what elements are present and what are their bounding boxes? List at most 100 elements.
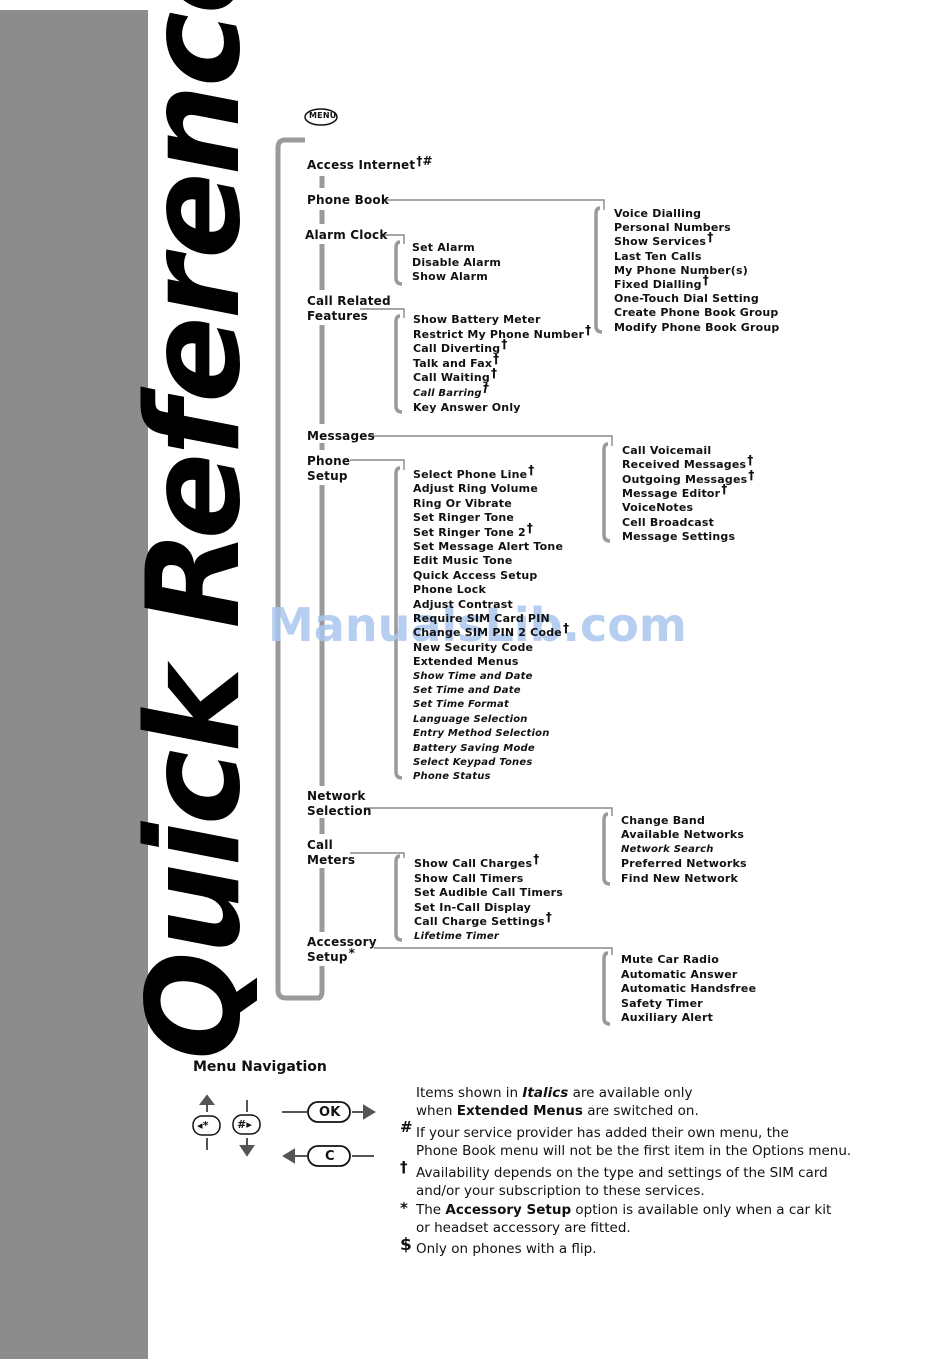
submenu-item: Key Answer Only bbox=[413, 400, 521, 414]
submenu-item: Outgoing Messages† bbox=[622, 467, 755, 486]
legend-star-line1: The Accessory Setup option is available … bbox=[416, 1202, 832, 1218]
submenu-item: Set In-Call Display bbox=[414, 900, 531, 914]
legend-italics-line2: when Extended Menus are switched on. bbox=[416, 1103, 699, 1119]
submenu-item: Select Keypad Tones bbox=[413, 757, 533, 768]
hash-key: #▸ bbox=[237, 1118, 253, 1131]
submenu-item: Voice Dialling bbox=[614, 207, 702, 220]
submenu-item: Call Waiting† bbox=[413, 366, 498, 385]
submenu-item: Automatic Answer bbox=[621, 967, 738, 981]
legend-hash-line2: Phone Book menu will not be the first it… bbox=[416, 1143, 852, 1159]
submenu-item: Change SIM PIN 2 Code† bbox=[413, 621, 570, 640]
menu-phone-setup-line2: Setup bbox=[307, 469, 348, 483]
submenu-item: Show Battery Meter bbox=[413, 313, 541, 326]
menu-accessory-setup-line1: Accessory bbox=[307, 935, 377, 949]
submenu-item: Mute Car Radio bbox=[621, 953, 719, 966]
menu-call-related-line1: Call Related bbox=[307, 294, 391, 308]
submenu-item: Set Time Format bbox=[413, 699, 509, 711]
menu-key-label: MENU bbox=[309, 111, 337, 120]
submenu-item: Message Editor† bbox=[622, 481, 728, 500]
menu-alarm-clock: Alarm Clock bbox=[305, 228, 388, 242]
menu-network-selection-line1: Network bbox=[307, 789, 366, 803]
menu-phone-book: Phone Book bbox=[307, 193, 390, 207]
submenu-item: Call Barring† bbox=[413, 381, 489, 400]
submenu-item: Safety Timer bbox=[621, 996, 703, 1010]
menu-network-selection-line2: Selection bbox=[307, 804, 372, 818]
legend-star-symbol: * bbox=[400, 1199, 408, 1217]
submenu-item: Preferred Networks bbox=[621, 857, 747, 871]
submenu-item: Fixed Dialling† bbox=[614, 273, 709, 292]
submenu-item: Message Settings bbox=[622, 529, 736, 543]
legend-dagger-line1: Availability depends on the type and set… bbox=[416, 1165, 828, 1181]
star-key: ◂* bbox=[197, 1119, 209, 1132]
menu-call-meters-line1: Call bbox=[307, 838, 333, 852]
submenu-item: Require SIM Card PIN bbox=[413, 612, 550, 625]
submenu-item: Adjust Contrast bbox=[413, 597, 513, 611]
ok-key: OK bbox=[319, 1105, 341, 1120]
submenu-item: Modify Phone Book Group bbox=[614, 320, 780, 334]
submenu-item: Personal Numbers bbox=[614, 221, 731, 235]
submenu-item: Show Services† bbox=[614, 230, 714, 249]
submenu-item: Call Charge Settings† bbox=[414, 910, 552, 929]
menu-navigation-title: Menu Navigation bbox=[193, 1059, 327, 1075]
sidebar bbox=[0, 10, 148, 1359]
submenu-item: Create Phone Book Group bbox=[614, 306, 779, 320]
c-key: C bbox=[325, 1149, 335, 1164]
submenu-item: Auxiliary Alert bbox=[621, 1011, 714, 1025]
submenu-item: Show Call Charges† bbox=[414, 852, 540, 871]
submenu-item: Edit Music Tone bbox=[413, 554, 513, 568]
menu-accessory-setup-line2: Setup* bbox=[307, 946, 356, 964]
submenu-item: Call Diverting† bbox=[413, 337, 508, 356]
submenu-item: Set Ringer Tone 2† bbox=[413, 520, 534, 539]
submenu-item: Restrict My Phone Number† bbox=[413, 322, 592, 341]
submenu-item: Automatic Handsfree bbox=[621, 982, 757, 996]
menu-call-related-line2: Features bbox=[307, 309, 369, 323]
submenu-item: Phone Status bbox=[413, 771, 491, 783]
submenu-item: VoiceNotes bbox=[622, 501, 694, 515]
legend-hash-line1: If your service provider has added their… bbox=[416, 1125, 789, 1141]
menu-messages: Messages bbox=[307, 429, 375, 443]
watermark: ManualsLib.com bbox=[268, 598, 687, 652]
submenu-item: Last Ten Calls bbox=[614, 249, 702, 263]
submenu-item: Extended Menus bbox=[413, 655, 519, 669]
submenu-item: Disable Alarm bbox=[412, 255, 501, 269]
submenu-item: Cell Broadcast bbox=[622, 515, 715, 529]
legend-dollar-line: Only on phones with a flip. bbox=[416, 1241, 597, 1257]
submenu-item: Find New Network bbox=[621, 871, 739, 885]
menu-call-meters-line2: Meters bbox=[307, 853, 356, 867]
submenu-item: Quick Access Setup bbox=[413, 568, 538, 582]
legend-dagger-line2: and/or your subscription to these servic… bbox=[416, 1183, 705, 1199]
submenu-item: Select Phone Line† bbox=[413, 463, 535, 482]
submenu-item: Phone Lock bbox=[413, 583, 486, 597]
submenu-item: New Security Code bbox=[413, 640, 534, 654]
submenu-item: Show Time and Date bbox=[413, 670, 533, 682]
legend-italics-line1: Items shown in Italics are available onl… bbox=[416, 1085, 693, 1101]
submenu-item: Battery Saving Mode bbox=[413, 742, 535, 754]
submenu-item: Received Messages† bbox=[622, 453, 754, 472]
submenu-item: Lifetime Timer bbox=[414, 930, 500, 942]
submenu-item: Network Search bbox=[621, 843, 714, 855]
submenu-item: Set Message Alert Tone bbox=[413, 540, 564, 553]
submenu-item: Set Ringer Tone bbox=[413, 511, 515, 525]
submenu-item: Entry Method Selection bbox=[413, 728, 550, 740]
submenu-item: Set Alarm bbox=[412, 241, 475, 254]
legend-dollar-symbol: $ bbox=[400, 1235, 412, 1255]
submenu-item: Talk and Fax† bbox=[413, 351, 500, 370]
menu-phone-setup-line1: Phone bbox=[307, 454, 351, 468]
submenu-item: My Phone Number(s) bbox=[614, 263, 748, 277]
submenu-item: Ring Or Vibrate bbox=[413, 496, 512, 510]
submenu-item: Set Audible Call Timers bbox=[414, 886, 564, 899]
submenu-item: Adjust Ring Volume bbox=[413, 482, 538, 496]
submenu-item: Show Alarm bbox=[412, 270, 488, 283]
submenu-item: Language Selection bbox=[413, 713, 528, 725]
legend-hash-symbol: # bbox=[400, 1118, 413, 1136]
submenu-item: Change Band bbox=[621, 814, 706, 827]
submenu-item: Set Time and Date bbox=[413, 685, 521, 696]
menu-access-internet: Access Internet†# bbox=[307, 154, 433, 172]
submenu-item: Available Networks bbox=[621, 828, 745, 842]
submenu-item: One-Touch Dial Setting bbox=[614, 292, 759, 306]
legend-dagger-symbol: † bbox=[400, 1158, 408, 1176]
submenu-item: Call Voicemail bbox=[622, 444, 712, 457]
submenu-item: Show Call Timers bbox=[414, 871, 524, 885]
legend-star-line2: or headset accessory are fitted. bbox=[416, 1220, 631, 1236]
